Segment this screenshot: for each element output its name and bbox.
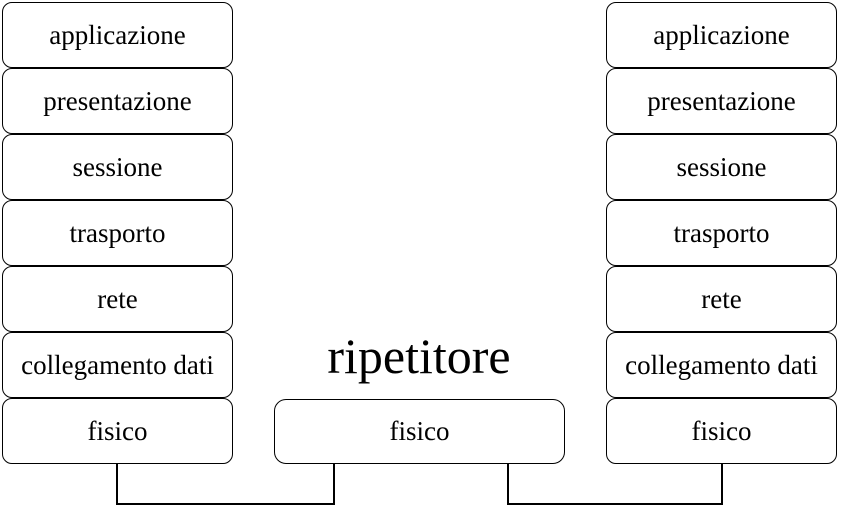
- connector-left-stack-vertical: [116, 464, 118, 505]
- layer-label: trasporto: [69, 217, 166, 248]
- layer-box-right-sessione: sessione: [606, 134, 837, 200]
- connector-repeater-right-vertical: [507, 463, 509, 505]
- layer-box-left-presentazione: presentazione: [2, 68, 233, 134]
- layer-box-right-trasporto: trasporto: [606, 200, 837, 266]
- osi-stack-left: applicazione presentazione sessione tras…: [2, 2, 233, 464]
- layer-label: fisico: [87, 415, 148, 446]
- layer-label: collegamento dati: [625, 349, 818, 380]
- layer-label: applicazione: [49, 19, 186, 50]
- layer-box-left-trasporto: trasporto: [2, 200, 233, 266]
- layer-label: presentazione: [647, 85, 796, 116]
- connector-right-stack-vertical: [721, 464, 723, 505]
- layer-label: applicazione: [653, 19, 790, 50]
- layer-label: fisico: [691, 415, 752, 446]
- layer-label: rete: [701, 283, 742, 314]
- connector-repeater-left-vertical: [333, 463, 335, 505]
- layer-box-left-sessione: sessione: [2, 134, 233, 200]
- layer-box-right-fisico: fisico: [606, 398, 837, 464]
- layer-box-left-rete: rete: [2, 266, 233, 332]
- osi-stack-right: applicazione presentazione sessione tras…: [606, 2, 837, 464]
- layer-box-right-presentazione: presentazione: [606, 68, 837, 134]
- layer-label: presentazione: [43, 85, 192, 116]
- connector-left-horizontal: [116, 503, 335, 505]
- layer-label: trasporto: [673, 217, 770, 248]
- layer-box-right-applicazione: applicazione: [606, 2, 837, 68]
- layer-box-left-collegamento-dati: collegamento dati: [2, 332, 233, 398]
- diagram-title: ripetitore: [327, 328, 511, 384]
- connector-right-horizontal: [507, 503, 723, 505]
- layer-label: rete: [97, 283, 138, 314]
- layer-box-left-fisico: fisico: [2, 398, 233, 464]
- layer-label: sessione: [676, 151, 767, 182]
- layer-box-left-applicazione: applicazione: [2, 2, 233, 68]
- layer-box-right-rete: rete: [606, 266, 837, 332]
- repeater-fisico-box: fisico: [274, 399, 565, 464]
- layer-label: fisico: [389, 416, 450, 446]
- layer-label: sessione: [72, 151, 163, 182]
- layer-box-right-collegamento-dati: collegamento dati: [606, 332, 837, 398]
- layer-label: collegamento dati: [21, 349, 214, 380]
